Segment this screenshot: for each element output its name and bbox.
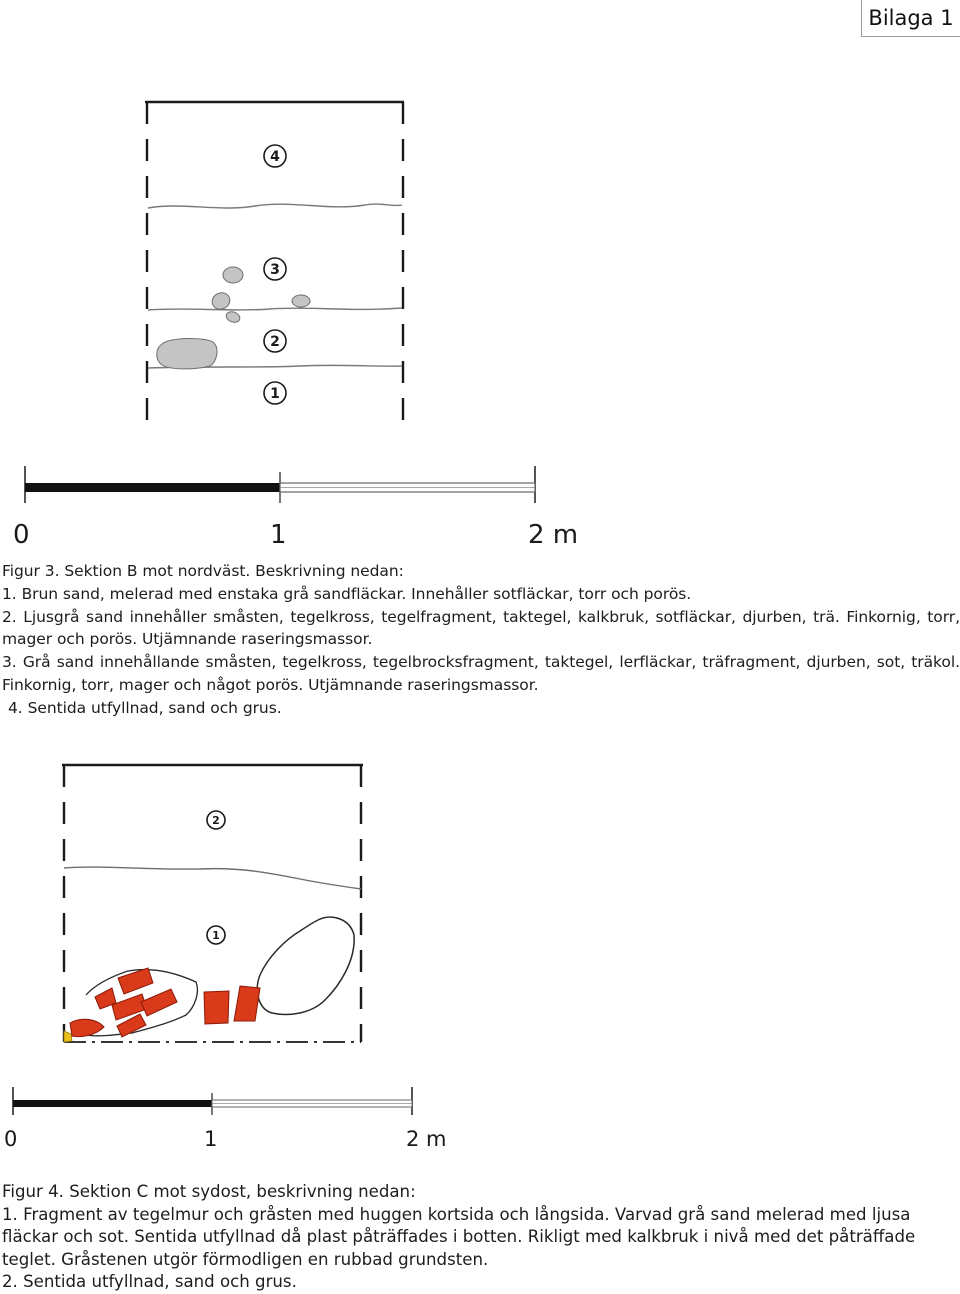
scale-label: 2 m (528, 520, 578, 550)
caption-item: 2. Ljusgrå sand innehåller småsten, tege… (2, 607, 960, 649)
boulder (256, 916, 355, 1016)
figure4-bricks (69, 967, 261, 1038)
stone-large (156, 338, 218, 370)
layer-label: 3 (270, 262, 280, 278)
layer-label: 4 (270, 149, 280, 165)
stone (222, 266, 244, 284)
caption-item: 1. Brun sand, melerad med enstaka grå sa… (2, 584, 692, 603)
scale-label: 1 (270, 520, 287, 550)
figure4-frame (62, 763, 363, 1043)
figure3-scale-bar (24, 466, 536, 503)
caption-title: Figur 4. Sektion C mot sydost, beskrivni… (2, 1182, 416, 1201)
appendix-label: Bilaga 1 (861, 0, 960, 37)
layer-label: 1 (212, 929, 220, 942)
scale-label: 1 (204, 1127, 217, 1151)
stone (211, 292, 231, 310)
figure3-caption: Figur 3. Sektion B mot nordväst. Beskriv… (2, 560, 960, 720)
figure3-section-drawing: 4 3 2 1 0 1 2 m (13, 100, 578, 550)
figure4-section-drawing: 2 1 0 1 2 m (4, 763, 447, 1151)
scale-label: 2 m (406, 1127, 447, 1151)
figure4-caption: Figur 4. Sektion C mot sydost, beskrivni… (2, 1181, 960, 1294)
layer-label: 2 (270, 334, 280, 350)
figure4-layer-boundary (63, 866, 362, 890)
caption-item: 1. Fragment av tegelmur och gråsten med … (2, 1204, 916, 1269)
layer-label: 1 (270, 386, 280, 402)
figure4-scale-bar (12, 1087, 413, 1115)
stone (291, 294, 311, 308)
figure3-frame (145, 100, 405, 435)
scale-label: 0 (13, 520, 30, 550)
caption-item: 4. Sentida utfyllnad, sand och grus. (8, 698, 282, 717)
plastic-find (63, 1030, 73, 1043)
figure3-layer-markers (263, 144, 287, 405)
caption-title: Figur 3. Sektion B mot nordväst. Beskriv… (2, 562, 404, 580)
stone (225, 311, 241, 323)
figure4-layer-markers (206, 810, 226, 945)
caption-item: 3. Grå sand innehållande småsten, tegelk… (2, 653, 960, 694)
scale-label: 0 (4, 1127, 17, 1151)
caption-item: 2. Sentida utfyllnad, sand och grus. (2, 1272, 297, 1292)
layer-label: 2 (212, 814, 220, 827)
figure3-stones (156, 266, 311, 370)
